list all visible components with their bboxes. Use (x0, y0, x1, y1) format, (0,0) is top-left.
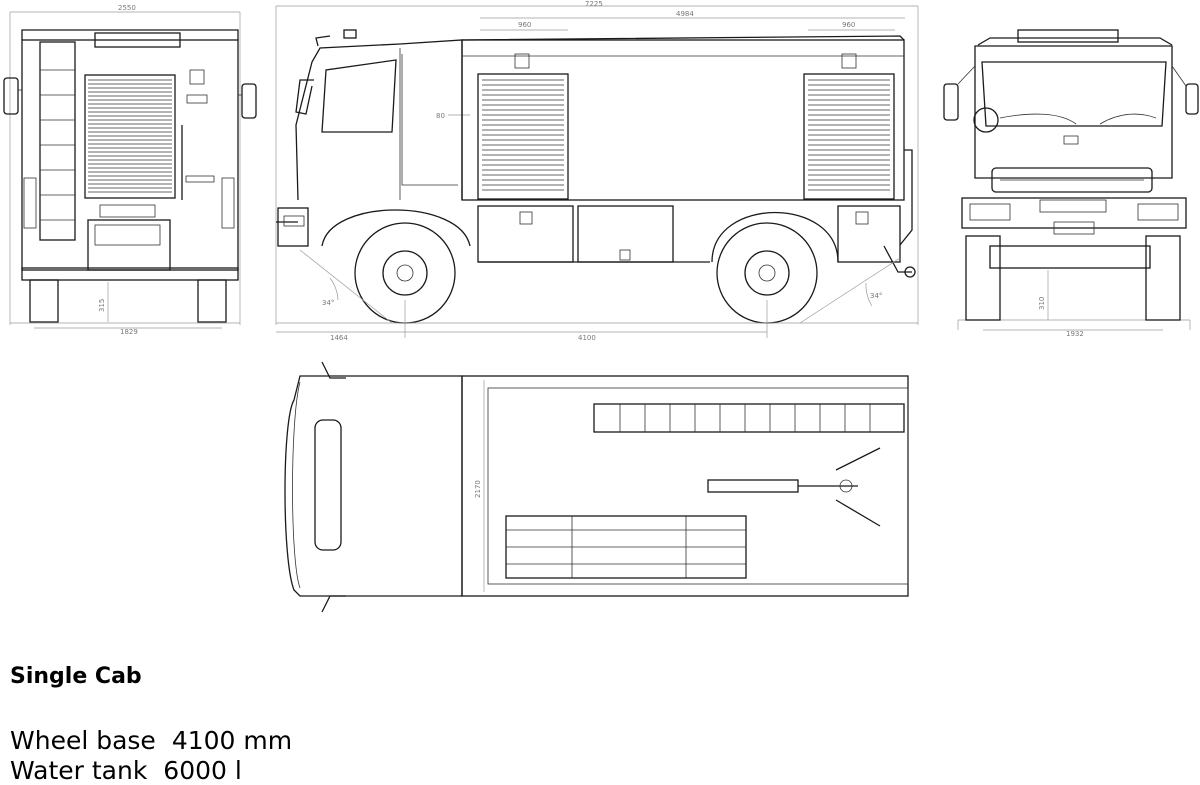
spec-value: 4100 mm (171, 726, 293, 755)
spec-value: 6000 l (163, 756, 242, 785)
technical-drawing: 2550 (3, 0, 1199, 613)
wheelbase-dim: 4100 (578, 334, 596, 342)
side-view: 7225 4984 960 960 80 (275, 0, 919, 342)
locker-depth-dim: 80 (436, 112, 445, 120)
front-ground-dim: 310 (1038, 297, 1046, 310)
locker-right-dim: 960 (842, 21, 855, 29)
spec-row-water-tank: Water tank 6000 l (10, 756, 242, 785)
spec-row-wheelbase: Wheel base 4100 mm (10, 726, 292, 755)
rear-ground-dim: 315 (98, 299, 106, 312)
front-view: 1932 310 (943, 29, 1199, 338)
top-view: 2170 (284, 361, 909, 613)
body-length-dim: 4984 (676, 10, 694, 18)
approach-angle-dim: 34° (322, 299, 334, 307)
rear-view: 2550 (3, 4, 257, 336)
front-track-dim: 1932 (1066, 330, 1084, 338)
spec-label: Wheel base (10, 726, 156, 755)
departure-angle-dim: 34° (870, 292, 882, 300)
rear-width-dim: 2550 (118, 4, 136, 12)
locker-left-dim: 960 (518, 21, 531, 29)
overall-length-dim: 7225 (585, 0, 603, 8)
spec-title: Single Cab (10, 664, 142, 689)
spec-label: Water tank (10, 756, 148, 785)
rear-track-dim: 1829 (120, 328, 138, 336)
front-overhang-dim: 1464 (330, 334, 348, 342)
top-width-dim: 2170 (474, 480, 482, 498)
